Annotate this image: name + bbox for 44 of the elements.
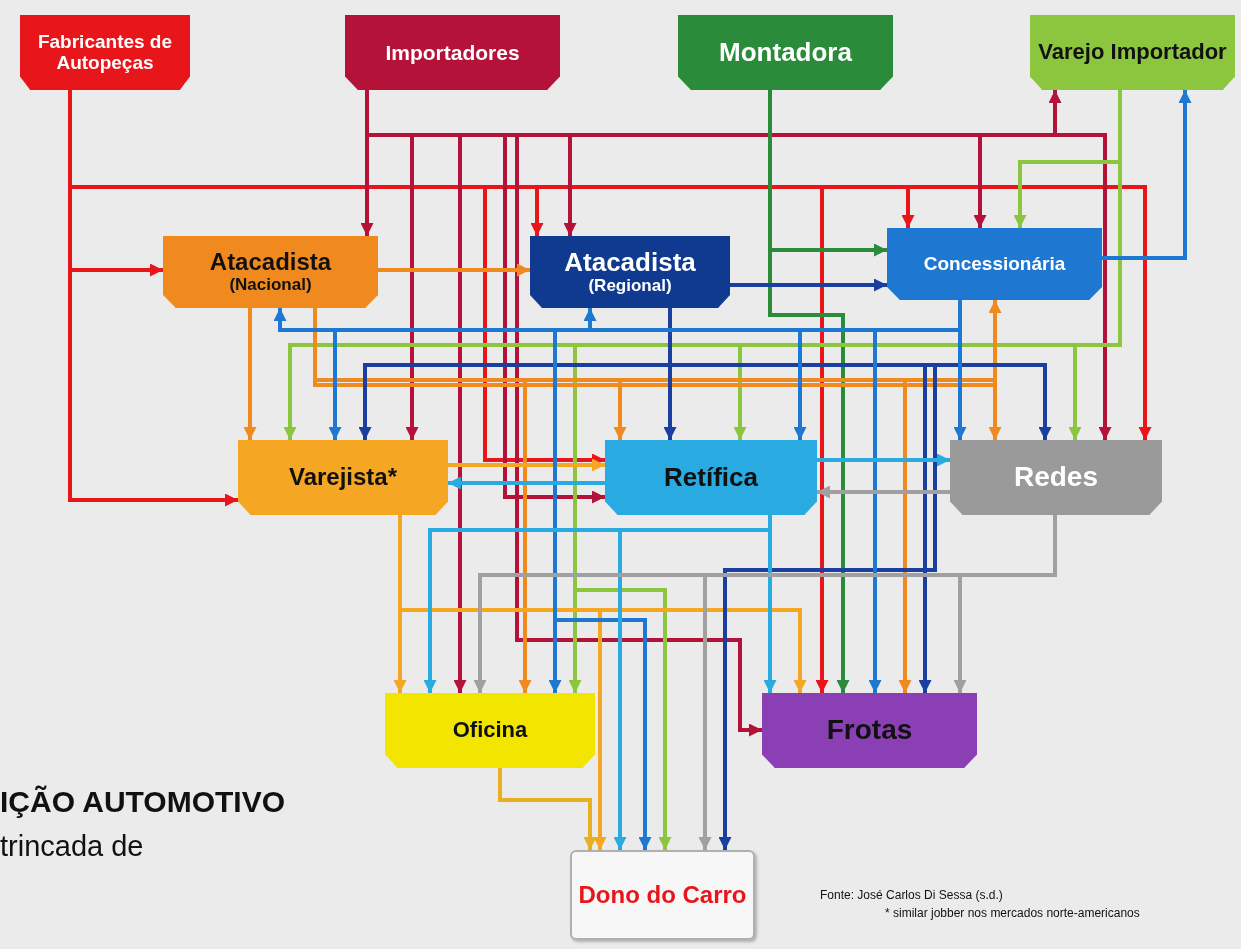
node-label: Atacadista bbox=[564, 248, 696, 277]
node-label: Redes bbox=[1013, 462, 1098, 493]
arrow bbox=[378, 263, 530, 277]
entity-box bbox=[20, 15, 190, 90]
arrow bbox=[398, 515, 607, 850]
node-label: Atacadista bbox=[209, 249, 332, 276]
entity-box bbox=[605, 440, 817, 515]
node-label: Varejo Importador bbox=[1038, 40, 1227, 65]
arrow bbox=[817, 453, 950, 467]
entity-box bbox=[1030, 15, 1235, 90]
node-label: Importadores bbox=[385, 40, 520, 65]
node-label: (Nacional) bbox=[229, 275, 312, 295]
node-label: Dono do Carro bbox=[578, 881, 747, 909]
entity-box bbox=[530, 236, 730, 308]
node-label: Montadora bbox=[719, 38, 852, 67]
node-label: Varejista* bbox=[288, 464, 398, 491]
arrow bbox=[817, 485, 950, 499]
heading-text: IÇÃO AUTOMOTIVO bbox=[0, 785, 285, 819]
node-label: Retífica bbox=[664, 463, 758, 492]
node-label: Frotas bbox=[826, 715, 913, 746]
arrow bbox=[1102, 90, 1192, 260]
arrow bbox=[448, 476, 605, 490]
node-label: Concessionária bbox=[923, 253, 1066, 275]
arrow bbox=[313, 300, 1002, 387]
arrow bbox=[243, 308, 257, 440]
entity-box bbox=[678, 15, 893, 90]
entity-box bbox=[238, 440, 448, 515]
arrow bbox=[498, 768, 597, 850]
arrow bbox=[613, 515, 772, 850]
entity-box bbox=[950, 440, 1162, 515]
node-label: Oficina bbox=[452, 718, 528, 743]
arrow bbox=[448, 458, 605, 472]
entity-box bbox=[887, 228, 1102, 300]
heading-text: trincada de bbox=[0, 830, 144, 863]
entity-box bbox=[345, 15, 560, 90]
entity-box bbox=[762, 693, 977, 768]
node-label: Fabricantes de Autopeças bbox=[36, 31, 174, 74]
arrow bbox=[730, 278, 887, 292]
entity-box bbox=[163, 236, 378, 308]
footnote-text: Fonte: José Carlos Di Sessa (s.d.) bbox=[820, 888, 1003, 902]
footnote-text: * similar jobber nos mercados norte-americanos bbox=[885, 906, 1140, 920]
entity-box bbox=[385, 693, 595, 768]
node-label: (Regional) bbox=[588, 276, 672, 296]
entity-box bbox=[570, 850, 755, 940]
